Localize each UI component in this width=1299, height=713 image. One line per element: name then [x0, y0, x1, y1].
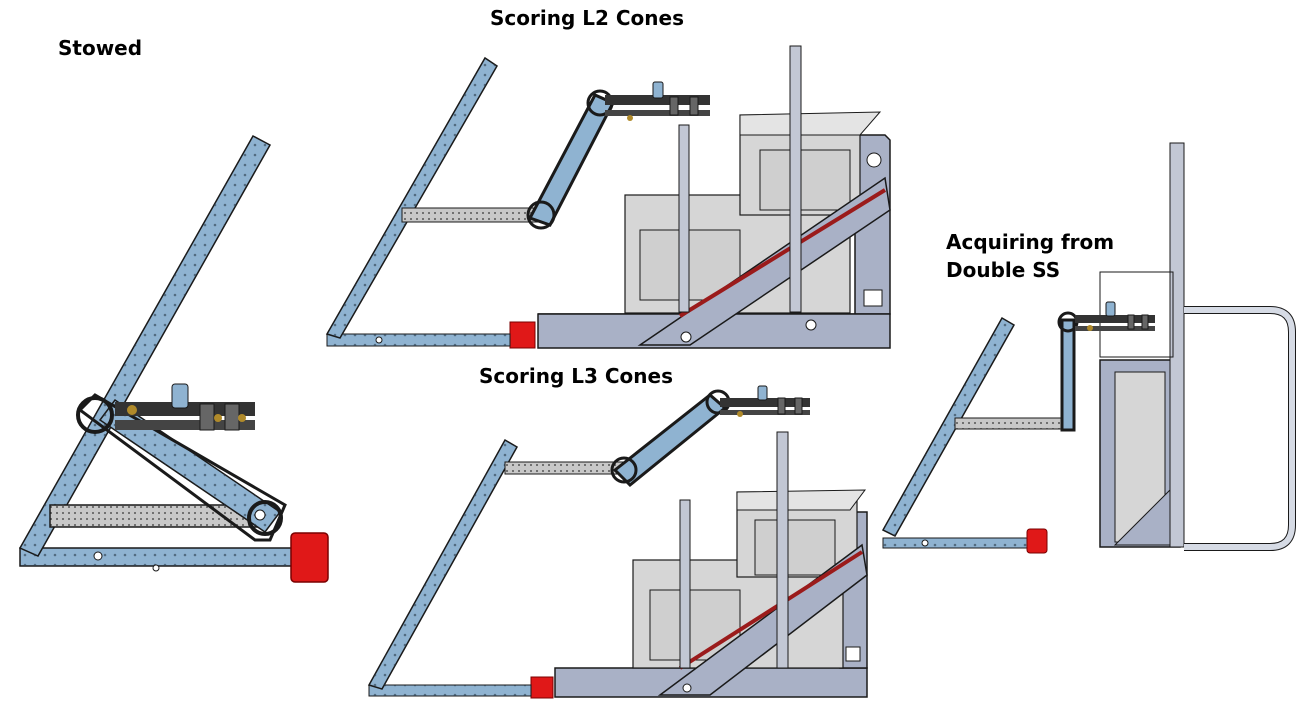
- acq-forearm: [1060, 318, 1076, 432]
- stowed-label: Stowed: [58, 36, 143, 60]
- l2-link: [401, 207, 543, 223]
- acq-bumper: [1026, 528, 1048, 554]
- l3-bumper: [530, 676, 554, 699]
- l3-link: [504, 461, 626, 475]
- acquiring-label: Acquiring from Double SS: [946, 228, 1114, 284]
- stowed-robot: [18, 134, 329, 583]
- l2-bumper: [509, 321, 536, 349]
- l2-tall-post: [789, 45, 802, 313]
- l3-tall-post: [776, 431, 789, 669]
- acquiring-robot: [881, 142, 1296, 554]
- stowed-bumper: [290, 532, 329, 583]
- substation-post: [1169, 142, 1185, 548]
- scoring-l2-robot: [325, 45, 891, 349]
- l3-short-post: [679, 499, 691, 669]
- l3-intake: [720, 385, 810, 417]
- substation-guard-rail: [1184, 306, 1296, 551]
- l2-intake: [605, 81, 710, 121]
- acquiring-label-line1: Acquiring from: [946, 230, 1115, 254]
- acquiring-label-line2: Double SS: [946, 258, 1061, 282]
- scoring-l2-label: Scoring L2 Cones: [490, 6, 684, 30]
- scoring-l3-robot: [367, 385, 868, 699]
- l2-short-post: [678, 124, 690, 313]
- scoring-l3-label: Scoring L3 Cones: [479, 364, 673, 388]
- acq-link: [954, 417, 1071, 430]
- acq-intake: [1075, 301, 1155, 331]
- stowed-intake: [115, 383, 255, 431]
